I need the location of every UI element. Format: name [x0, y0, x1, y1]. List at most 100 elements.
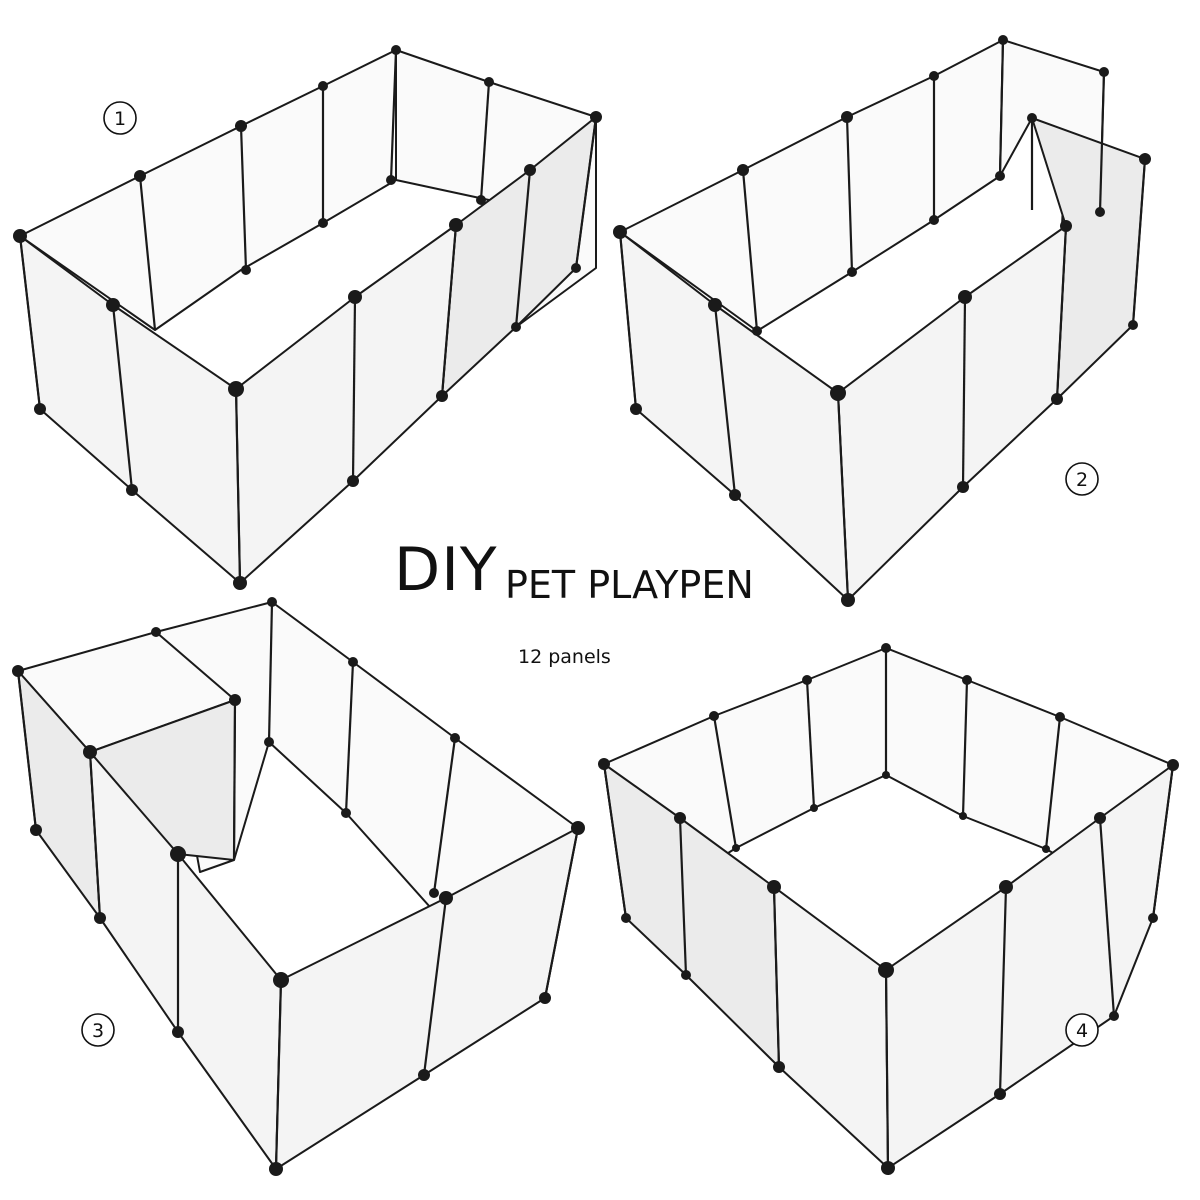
- number-badge-icon: [81, 1013, 115, 1047]
- connector-clip-icon: [708, 298, 722, 312]
- connector-clip-icon: [235, 120, 247, 132]
- connector-clip-icon: [732, 844, 740, 852]
- config-2-right-wall: [1031, 117, 1146, 400]
- connector-clip-icon: [995, 171, 1005, 181]
- connector-clip-icon: [1148, 913, 1158, 923]
- connector-clip-icon: [1051, 393, 1063, 405]
- connector-clip-icon: [1042, 845, 1050, 853]
- connector-clip-icon: [241, 265, 251, 275]
- config-3-connector-clips: [12, 597, 585, 1176]
- number-badge-icon: [103, 101, 137, 135]
- config-2-connector-clips: [613, 35, 1151, 607]
- connector-clip-icon: [83, 745, 97, 759]
- connector-clip-icon: [999, 880, 1013, 894]
- config-3-number-badge: 3: [81, 1013, 115, 1047]
- connector-clip-icon: [1139, 153, 1151, 165]
- connector-clip-icon: [134, 170, 146, 182]
- connector-clip-icon: [439, 891, 453, 905]
- config-3-label: 3: [92, 1020, 104, 1042]
- config-3-posts: [16, 601, 580, 1170]
- connector-clip-icon: [929, 215, 939, 225]
- connector-clip-icon: [391, 45, 401, 55]
- connector-clip-icon: [106, 298, 120, 312]
- config-2-playpen: 2: [613, 35, 1151, 607]
- connector-clip-icon: [418, 1069, 430, 1081]
- connector-clip-icon: [269, 1162, 283, 1176]
- connector-clip-icon: [881, 643, 891, 653]
- connector-clip-icon: [1055, 712, 1065, 722]
- config-1-label: 1: [114, 108, 126, 130]
- connector-clip-icon: [449, 218, 463, 232]
- connector-clip-icon: [674, 812, 686, 824]
- connector-clip-icon: [318, 81, 328, 91]
- connector-clip-icon: [228, 381, 244, 397]
- connector-clip-icon: [267, 597, 277, 607]
- config-4-number-badge: 4: [1065, 1013, 1099, 1047]
- config-1-number-badge: 1: [103, 101, 137, 135]
- connector-clip-icon: [830, 385, 846, 401]
- connector-clip-icon: [12, 665, 24, 677]
- config-4-connector-clips: [598, 643, 1179, 1175]
- connector-clip-icon: [881, 1161, 895, 1175]
- connector-clip-icon: [476, 195, 486, 205]
- connector-clip-icon: [172, 1026, 184, 1038]
- connector-clip-icon: [1027, 113, 1037, 123]
- connector-clip-icon: [1060, 220, 1072, 232]
- connector-clip-icon: [681, 970, 691, 980]
- connector-clip-icon: [318, 218, 328, 228]
- connector-clip-icon: [386, 175, 396, 185]
- connector-clip-icon: [539, 992, 551, 1004]
- connector-clip-icon: [962, 675, 972, 685]
- connector-clip-icon: [348, 657, 358, 667]
- connector-clip-icon: [511, 322, 521, 332]
- connector-clip-icon: [126, 484, 138, 496]
- connector-clip-icon: [929, 71, 939, 81]
- connector-clip-icon: [34, 403, 46, 415]
- connector-clip-icon: [450, 733, 460, 743]
- connector-clip-icon: [882, 771, 890, 779]
- config-2-number-badge: 2: [1065, 462, 1099, 496]
- config-2-posts: [618, 39, 1147, 601]
- connector-clip-icon: [737, 164, 749, 176]
- connector-clip-icon: [590, 111, 602, 123]
- config-4-label: 4: [1076, 1020, 1088, 1042]
- connector-clip-icon: [347, 475, 359, 487]
- config-3-playpen: 3: [12, 597, 585, 1176]
- connector-clip-icon: [767, 880, 781, 894]
- connector-clip-icon: [1128, 320, 1138, 330]
- connector-clip-icon: [13, 229, 27, 243]
- config-4-front-left-wall: [773, 886, 889, 1169]
- connector-clip-icon: [1167, 759, 1179, 771]
- connector-clip-icon: [264, 737, 274, 747]
- connector-clip-icon: [841, 593, 855, 607]
- config-1-connector-clips: [13, 45, 602, 590]
- connector-clip-icon: [729, 489, 741, 501]
- connector-clip-icon: [1109, 1011, 1119, 1021]
- connector-clip-icon: [810, 804, 818, 812]
- connector-clip-icon: [524, 164, 536, 176]
- connector-clip-icon: [752, 326, 762, 336]
- config-1-posts: [18, 49, 598, 584]
- connector-clip-icon: [621, 913, 631, 923]
- connector-clip-icon: [802, 675, 812, 685]
- connector-clip-icon: [170, 846, 186, 862]
- connector-clip-icon: [484, 77, 494, 87]
- connector-clip-icon: [429, 888, 439, 898]
- connector-clip-icon: [998, 35, 1008, 45]
- connector-clip-icon: [773, 1061, 785, 1073]
- connector-clip-icon: [847, 267, 857, 277]
- connector-clip-icon: [598, 758, 610, 770]
- connector-clip-icon: [958, 290, 972, 304]
- config-4-playpen: 4: [598, 643, 1179, 1175]
- title-pet-playpen: PET PLAYPEN: [505, 563, 754, 607]
- connector-clip-icon: [957, 481, 969, 493]
- connector-clip-icon: [151, 627, 161, 637]
- connector-clip-icon: [571, 821, 585, 835]
- connector-clip-icon: [613, 225, 627, 239]
- connector-clip-icon: [341, 808, 351, 818]
- number-badge-icon: [1065, 462, 1099, 496]
- connector-clip-icon: [630, 403, 642, 415]
- connector-clip-icon: [436, 390, 448, 402]
- config-1-playpen: 1: [13, 45, 602, 590]
